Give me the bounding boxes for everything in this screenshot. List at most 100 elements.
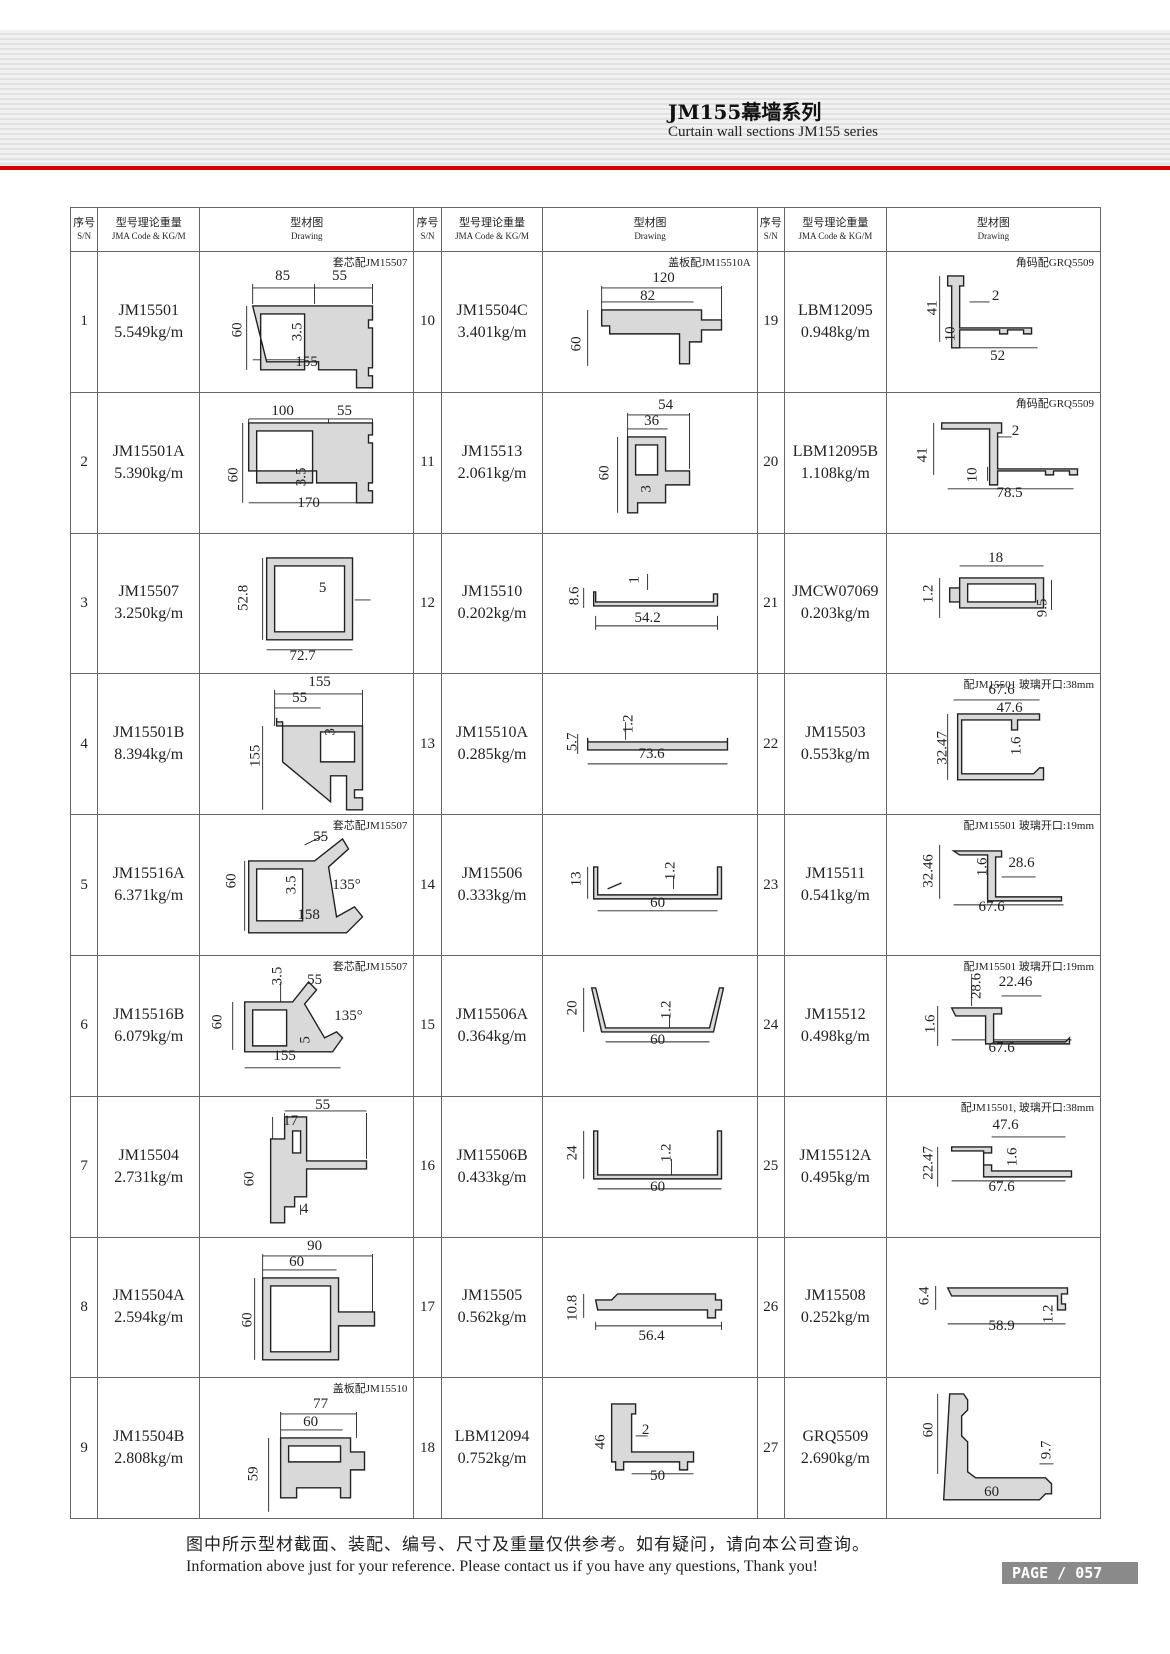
profile-section-shape — [593, 590, 719, 607]
profile-code: JMCW07069 — [792, 583, 879, 601]
profile-section-shape — [946, 275, 1033, 349]
dimension-label: 67.6 — [988, 1040, 1015, 1056]
dimension-label: 100 — [272, 403, 294, 419]
dimension-label: 55 — [315, 1097, 330, 1113]
serial-number-cell: 15 — [413, 954, 442, 1097]
profile-weight: 2.690kg/m — [800, 1450, 870, 1468]
assembly-note: 配JM15501 玻璃开口:19mm — [963, 820, 1094, 833]
serial-number-cell: 18 — [413, 1377, 442, 1520]
dimension-label: 2 — [992, 288, 999, 304]
profile-code: JM15510 — [461, 583, 523, 601]
dimension-label: 60 — [289, 1254, 304, 1270]
dimension-label: 67.6 — [978, 899, 1005, 915]
profile-weight: 0.541kg/m — [800, 887, 870, 905]
dimension-label: 60 — [224, 874, 240, 889]
profile-weight: 3.250kg/m — [114, 605, 184, 623]
profile-weight: 2.594kg/m — [114, 1309, 184, 1327]
profile-section-shape — [248, 838, 364, 934]
dimension-label: 13 — [569, 872, 585, 887]
serial-number-cell: 22 — [756, 673, 785, 816]
serial-number-cell: 17 — [413, 1236, 442, 1379]
dimension-label: 60 — [597, 465, 613, 480]
dimension-label: 155 — [308, 674, 330, 690]
profile-weight: 2.731kg/m — [114, 1168, 184, 1186]
serial-number-cell: 24 — [756, 954, 785, 1097]
dimension-label: 60 — [569, 336, 585, 351]
dimension-label: 2 — [642, 1422, 649, 1438]
profile-section-shape — [591, 987, 725, 1033]
dimension-label: 24 — [565, 1145, 581, 1160]
assembly-note: 配JM15501 玻璃开口:19mm — [963, 960, 1094, 973]
profile-code: JM15510A — [456, 724, 529, 742]
profile-code: LBM12095 — [798, 301, 873, 319]
serial-number-cell: 26 — [756, 1236, 785, 1379]
profile-weight: 6.371kg/m — [114, 887, 184, 905]
dimension-label: 90 — [307, 1238, 322, 1254]
profile-section-shape — [593, 866, 723, 900]
page-title: JM155幕墙系列 — [668, 100, 822, 124]
dimension-label: 135° — [332, 877, 360, 893]
profile-weight: 0.498kg/m — [800, 1027, 870, 1045]
dimension-label: 1.6 — [1004, 1147, 1020, 1166]
dimension-label: 1.2 — [1040, 1304, 1056, 1323]
serial-number-cell: 13 — [413, 673, 442, 816]
dimension-label: 1.6 — [974, 857, 990, 876]
dimension-label: 41 — [924, 300, 940, 315]
dimension-label: 1 — [627, 576, 643, 583]
serial-number-cell: 3 — [69, 532, 99, 675]
profile-weight: 0.562kg/m — [457, 1309, 527, 1327]
profile-code: JM15504B — [113, 1428, 185, 1446]
profile-section-shape — [262, 1276, 376, 1361]
profile-code: JM15504C — [456, 301, 528, 319]
profile-code: JM15504 — [118, 1146, 179, 1164]
dimension-label: 28.6 — [968, 972, 984, 999]
dimension-label: 9.7 — [1038, 1440, 1054, 1459]
dimension-label: 56.4 — [639, 1327, 666, 1343]
serial-number-cell: 9 — [69, 1377, 99, 1520]
dimension-label: 155 — [296, 354, 318, 370]
assembly-note: 角码配GRQ5509 — [1015, 397, 1094, 410]
dimension-label: 60 — [651, 1179, 666, 1195]
dimension-label: 155 — [274, 1048, 296, 1064]
profile-code: JM15506B — [456, 1146, 528, 1164]
dimension-label: 55 — [292, 690, 307, 706]
dimension-label: 1.2 — [920, 584, 936, 603]
profile-section-shape — [601, 309, 723, 365]
serial-number-cell: 7 — [69, 1095, 99, 1238]
col-header-cn: 型材图 — [290, 216, 324, 229]
assembly-note: 套芯配JM15507 — [332, 960, 408, 973]
profile-weight: 0.202kg/m — [457, 605, 527, 623]
dimension-label: 36 — [645, 413, 660, 429]
profile-code: JM15508 — [805, 1287, 866, 1305]
profile-weight: 0.203kg/m — [800, 605, 870, 623]
profile-code: JM15501 — [118, 301, 179, 319]
dimension-label: 55 — [307, 972, 322, 988]
